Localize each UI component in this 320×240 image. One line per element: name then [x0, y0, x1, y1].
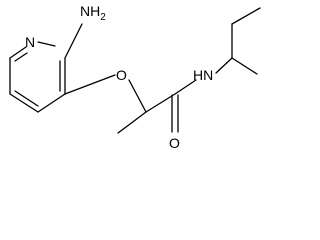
- amine-nh2-label: NH2: [80, 3, 106, 23]
- bond-c4-c3: [37, 93, 66, 113]
- amide-nh-label: HN: [193, 67, 213, 83]
- bond-carbonyl-c-n: [174, 79, 197, 95]
- bond-n-sec-butyl-ch: [215, 57, 233, 74]
- bond-ethyl-ch2-ch3: [231, 7, 261, 25]
- bond-ch-carbonyl-c: [145, 93, 176, 113]
- bond-c2-nh2: [64, 23, 83, 59]
- ether-oxygen-label: O: [116, 67, 127, 83]
- bond-c5-c4-inner: [14, 90, 39, 107]
- bond-ch-methyl: [117, 111, 147, 134]
- molecule-structure-drawing: NH2 N O O HN: [9, 3, 261, 151]
- bond-c2-n1: [37, 41, 56, 47]
- pyridine-nitrogen-label: N: [25, 34, 35, 50]
- bond-ch-methyl-2: [231, 57, 258, 75]
- bond-n1-c6-inner: [14, 52, 28, 62]
- bond-o-ch: [128, 79, 147, 113]
- bond-c3-o: [64, 74, 116, 95]
- bond-c5-c4: [9, 93, 39, 113]
- carbonyl-oxygen-label: O: [169, 135, 180, 151]
- pyridine-ring: [9, 41, 66, 113]
- bond-n1-c6: [9, 46, 27, 59]
